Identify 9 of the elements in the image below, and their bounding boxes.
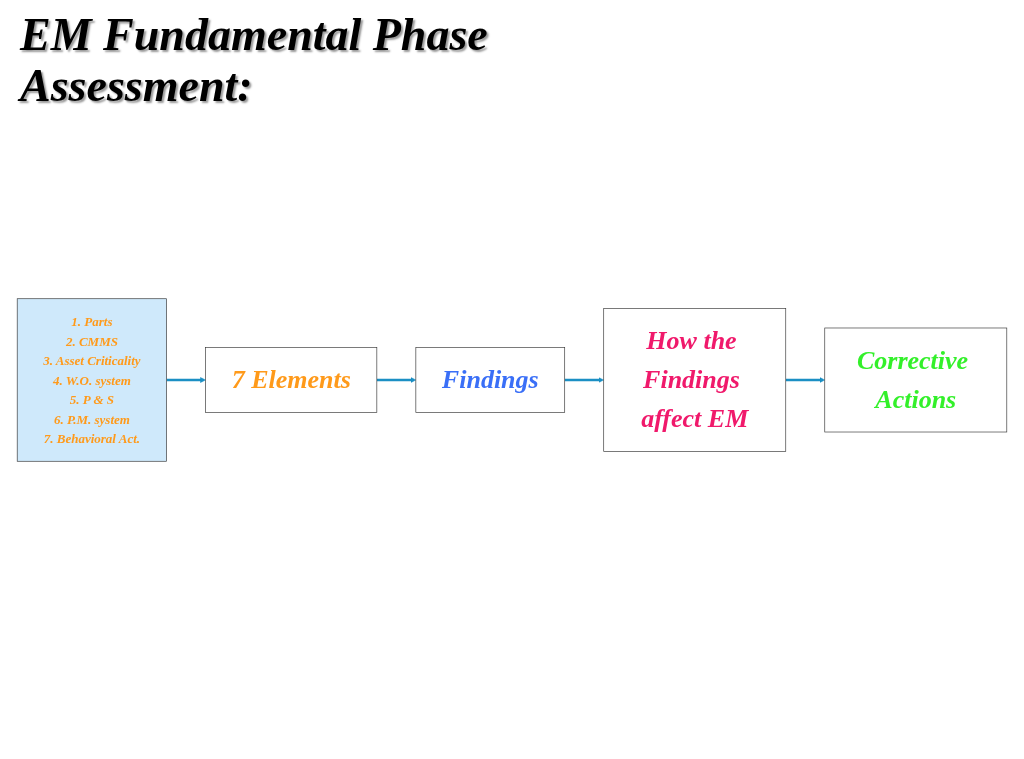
node-box: 7 Elements <box>205 346 378 413</box>
node-box: 1. Parts 2. CMMS 3. Asset Criticality 4. W.O. system 5. P & S 6. P.M. system 7. Behavioral Act. <box>16 297 167 462</box>
arrow <box>785 376 825 383</box>
node-box: How the Findings affect EM <box>603 307 787 452</box>
arrow <box>564 376 604 383</box>
node-box: Findings <box>415 346 566 413</box>
node-box: Corrective Actions <box>824 327 1008 432</box>
arrow <box>376 376 417 383</box>
arrow <box>166 376 206 383</box>
